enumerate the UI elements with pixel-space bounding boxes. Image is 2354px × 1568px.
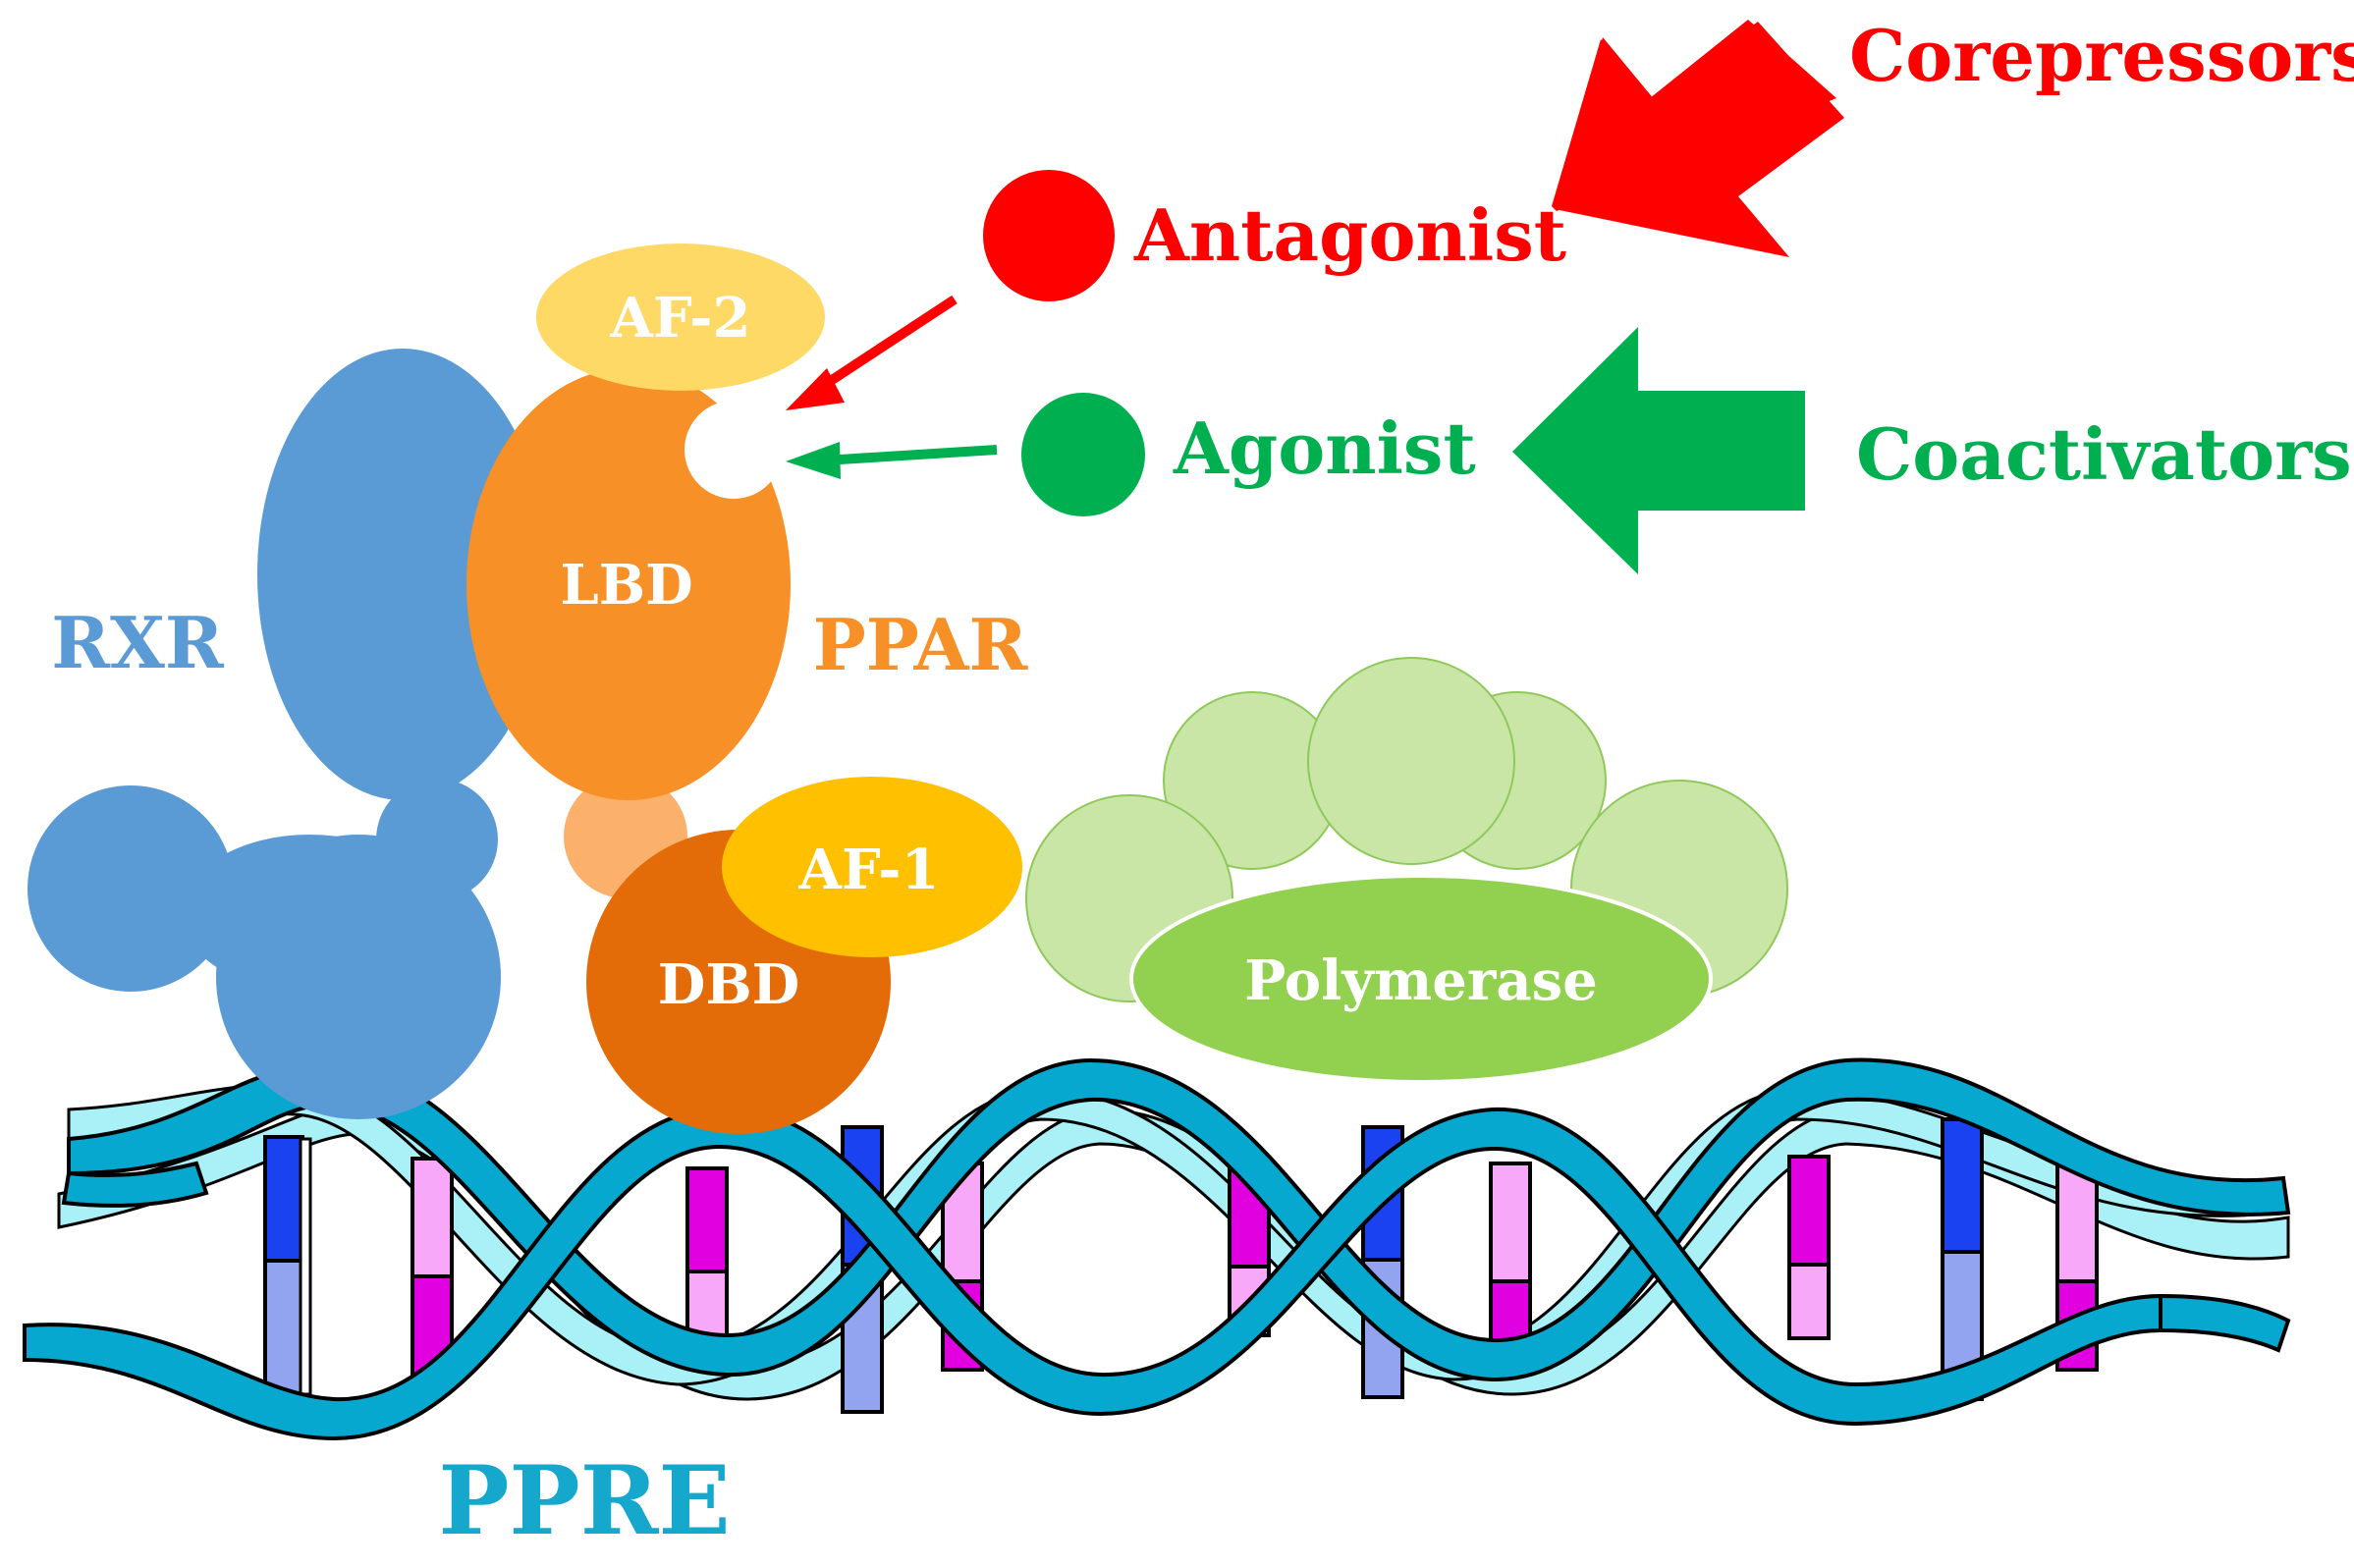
ligands [786,20,1844,574]
antagonist-arrow-head [786,368,845,410]
coactivators-label: Coactivators [1856,412,2352,496]
ppre-label: PPRE [438,1445,730,1556]
coactivators-arrow [1512,327,1805,574]
af2-label: AF-2 [610,286,751,351]
dna-ribbon-tail-left [61,1161,209,1208]
af1-label: AF-1 [798,838,940,902]
base-magenta [685,1166,729,1273]
dna-backbone-strand-b [23,1105,2162,1441]
polymerase-complex [1025,657,1788,1084]
ppar-label: PPAR [813,603,1029,686]
af2-domain [536,243,825,391]
base-magenta [1787,1155,1831,1267]
rxr-body [182,835,437,992]
pol-cloud-5 [1307,657,1515,865]
dna-helix [23,1057,2291,1441]
agonist-arrow-shaft [839,445,998,464]
base-pink [1787,1263,1831,1340]
rxr-ligand-domain [257,349,548,800]
dna-backbone-strand-a [67,1057,2291,1382]
rxr-protein [27,349,548,1119]
polymerase-label: Polymerase [1244,948,1598,1013]
rxr-label: RXR [51,601,225,684]
labels: Corepressors Antagonist Agonist Coactiva… [51,14,2354,1556]
base-blue [263,1135,304,1263]
base-lavender [263,1259,304,1396]
antagonist-arrow-shaft [817,295,958,393]
corepressors-arrow-full [1555,22,1844,257]
corepressors-label: Corepressors [1849,14,2354,97]
base-pink [1489,1162,1532,1283]
antagonist-label: Antagonist [1133,193,1566,277]
ppar-protein [466,243,1022,1134]
base-blue [1941,1117,1984,1254]
antagonist-ligand [983,170,1115,301]
base-frame [299,1137,312,1396]
agonist-arrow-head [786,442,841,479]
agonist-ligand [1021,393,1145,516]
polymerase-body [1129,874,1713,1084]
af1-domain [722,777,1022,957]
ligand-binding-pocket [684,401,783,499]
dna-ribbon-tail-right [2159,1293,2291,1353]
dbd-label: DBD [658,952,799,1017]
base-pink [411,1157,454,1278]
agonist-label: Agonist [1173,406,1476,490]
rxr-lobe-left [27,785,234,992]
lbd-label: LBD [560,553,692,618]
